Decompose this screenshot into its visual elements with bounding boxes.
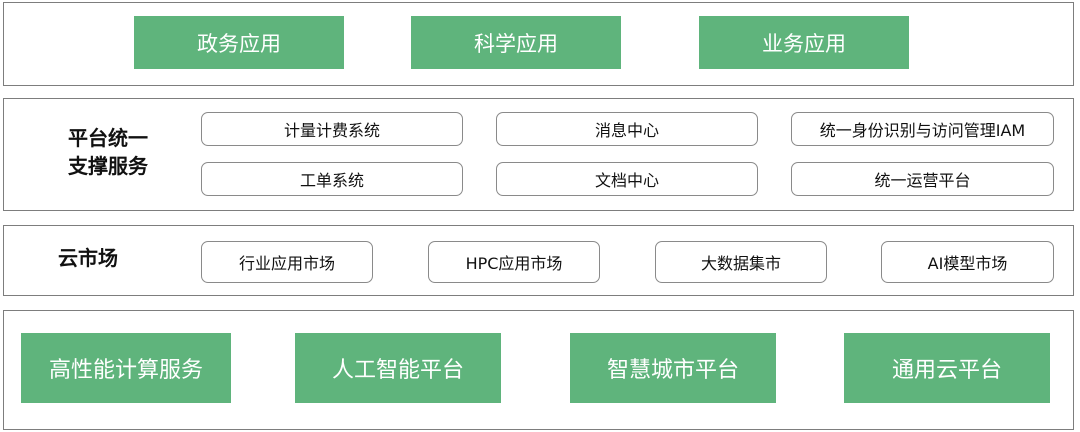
message-center: 消息中心 [496, 112, 758, 146]
metering-billing-system: 计量计费系统 [201, 112, 463, 146]
cloud-market-label: 云市场 [58, 246, 118, 270]
app-business: 业务应用 [699, 16, 909, 69]
document-center: 文档中心 [496, 162, 758, 196]
big-data-market: 大数据集市 [655, 241, 827, 283]
platform-support-label: 平台统一 支撑服务 [68, 126, 148, 178]
app-government: 政务应用 [134, 16, 344, 69]
general-cloud-platform: 通用云平台 [844, 333, 1050, 403]
unified-iam: 统一身份识别与访问管理IAM [791, 112, 1054, 146]
unified-operations-platform: 统一运营平台 [791, 162, 1054, 196]
platform-support-layer: 平台统一 支撑服务 计量计费系统 消息中心 统一身份识别与访问管理IAM 工单系… [3, 98, 1074, 211]
smart-city-platform: 智慧城市平台 [570, 333, 776, 403]
ai-platform: 人工智能平台 [295, 333, 501, 403]
app-science: 科学应用 [411, 16, 621, 69]
ticket-system: 工单系统 [201, 162, 463, 196]
ai-model-market: AI模型市场 [881, 241, 1054, 283]
hpc-service: 高性能计算服务 [21, 333, 231, 403]
cloud-market-layer: 云市场 行业应用市场 HPC应用市场 大数据集市 AI模型市场 [3, 225, 1074, 296]
hpc-app-market: HPC应用市场 [428, 241, 600, 283]
industry-app-market: 行业应用市场 [201, 241, 373, 283]
base-platforms-layer: 高性能计算服务 人工智能平台 智慧城市平台 通用云平台 [3, 310, 1074, 430]
applications-layer: 政务应用 科学应用 业务应用 [3, 2, 1074, 86]
